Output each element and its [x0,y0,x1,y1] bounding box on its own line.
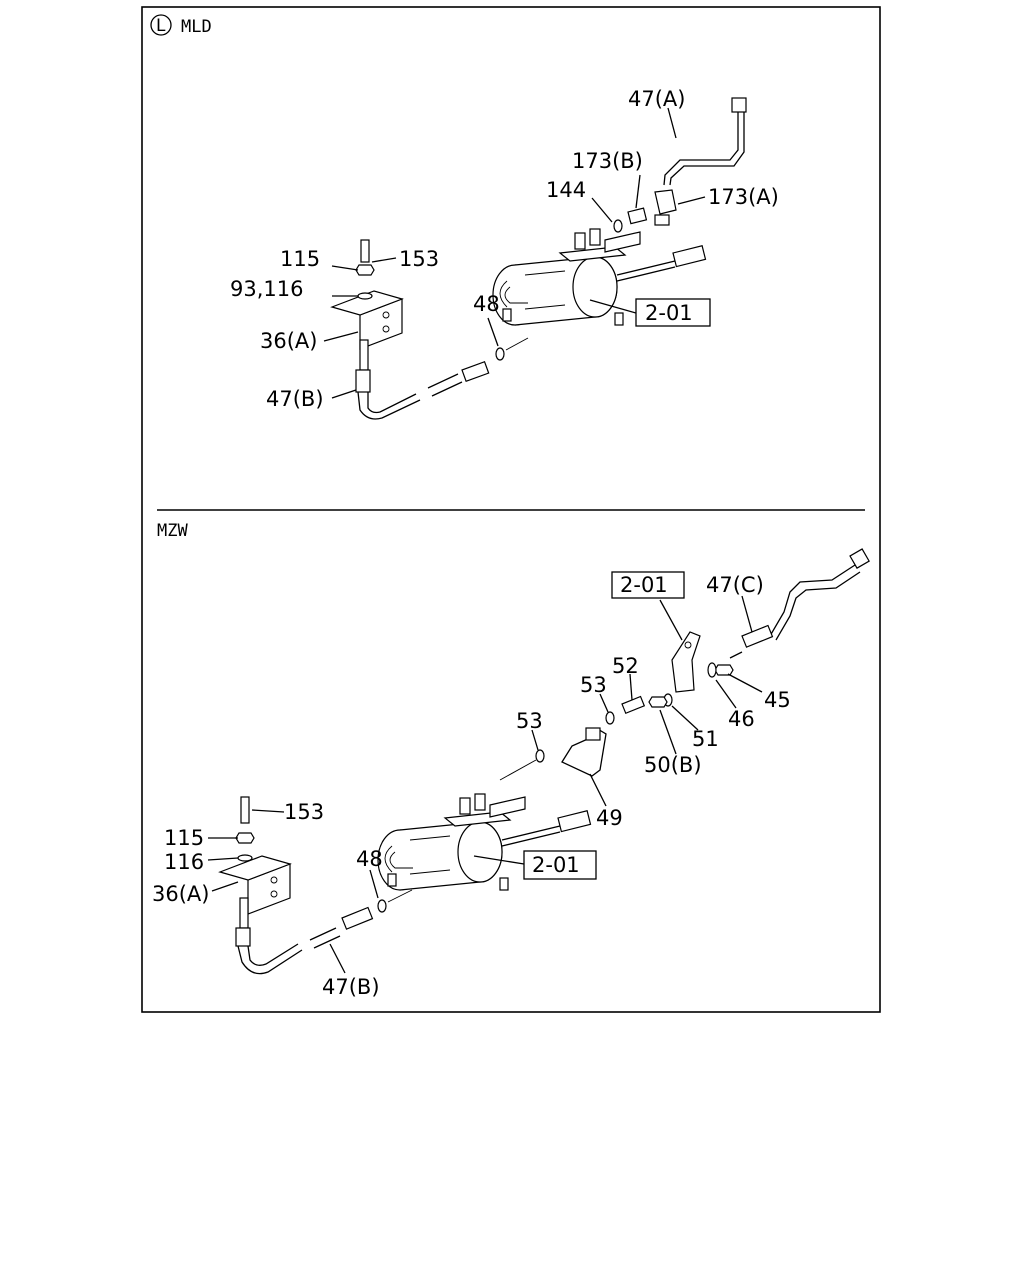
nut-115-mzw [235,832,255,844]
callout-36a-mzw: 36(A) [152,882,209,906]
hose-47b-end [355,369,371,393]
section-title-mld: MLD [181,17,212,37]
nut-50b [648,696,668,708]
callout-47a: 47(A) [628,87,685,111]
callout-153-mzw: 153 [284,800,324,824]
section-mld: L MLD [150,14,779,420]
fitting-47c [741,624,774,648]
washer-46 [707,662,717,678]
callout-173a: 173(A) [708,185,779,209]
nut-115 [355,264,375,276]
callout-51: 51 [692,727,719,751]
callout-47b-mzw: 47(B) [322,975,380,999]
callout-2-01: 2-01 [645,301,693,325]
callout-52: 52 [612,654,639,678]
callout-2-01-top: 2-01 [620,573,668,597]
callout-36a: 36(A) [260,329,317,353]
washer-53a [605,711,615,725]
callout-48: 48 [473,292,500,316]
callout-153: 153 [399,247,439,271]
callout-93-116: 93,116 [230,277,303,301]
callout-47b: 47(B) [266,387,324,411]
hose-47b-end-mzw [235,927,251,947]
bracket-2-01 [671,631,701,693]
washer-48 [495,347,505,361]
circle-marker-icon [150,14,172,36]
pipe-47c [769,564,856,637]
pipe-49 [561,727,607,777]
callout-47c: 47(C) [706,573,764,597]
bolt-153 [360,239,370,263]
callout-46: 46 [728,707,755,731]
callout-115-mzw: 115 [164,826,204,850]
washer-93-116 [357,292,373,300]
circle-marker-letter: L [156,16,166,36]
bolt-153-mzw [240,796,250,824]
bolt-52 [621,695,646,715]
pipe-47a-nut [731,97,747,113]
stud-mzw [239,897,249,929]
callout-53-b: 53 [516,709,543,733]
washer-53b [535,749,545,763]
stud [359,339,369,371]
callout-144: 144 [546,178,586,202]
section-title-mzw: MZW [157,521,188,541]
callout-2-01-box-mzw [523,850,597,880]
callout-48-mzw: 48 [356,847,383,871]
callout-50b: 50(B) [644,753,702,777]
callout-173b: 173(B) [572,149,643,173]
section-mzw: MZW [152,521,870,999]
callout-53-a: 53 [580,673,607,697]
callout-115: 115 [280,247,320,271]
pipe-47a [663,110,739,186]
callout-2-01-mzw: 2-01 [532,853,580,877]
callout-2-01-top-box [611,571,685,599]
tee-173a [654,189,677,215]
fitting-173b [627,207,648,225]
callout-116-mzw: 116 [164,850,204,874]
washer-144 [613,219,623,233]
callout-45: 45 [764,688,791,712]
callout-49: 49 [596,806,623,830]
hose-47b-mzw [237,945,303,975]
washer-116-mzw [237,854,253,862]
hose-47b [357,391,421,420]
nut-45 [714,664,734,676]
diagram-frame [141,6,881,1013]
washer-48-mzw [377,899,387,913]
callout-2-01-box [635,298,711,327]
